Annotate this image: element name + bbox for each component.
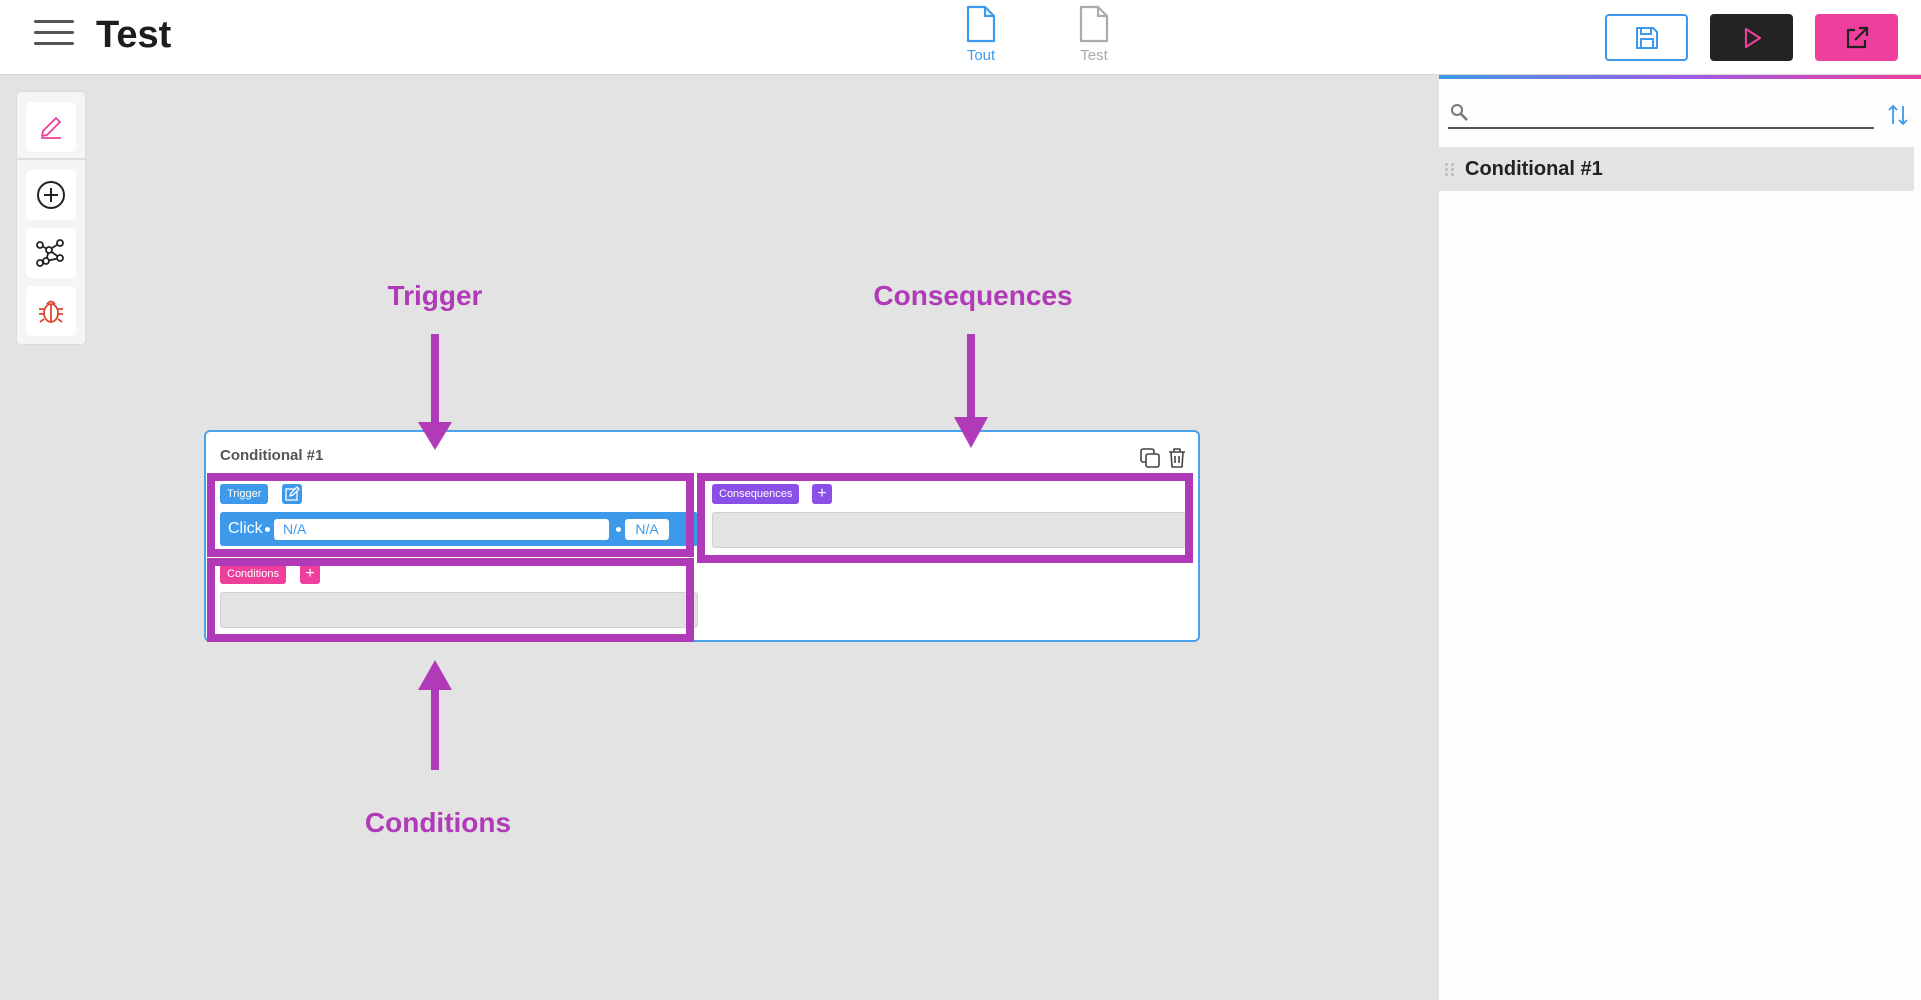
search-bar [1448,101,1874,129]
export-button[interactable] [1815,14,1898,61]
consequences-annotation-label: Consequences [873,280,1073,311]
file-icon [966,5,996,43]
list-item[interactable]: Conditional #1 [1439,147,1914,191]
floppy-disk-icon [1635,26,1658,49]
add-circle-icon [37,181,65,209]
conditions-annotation-label: Conditions [364,807,512,838]
top-header: Test Tout Test [0,0,1921,75]
trigger-annotation-label: Trigger [387,280,483,311]
tab-tout[interactable]: Tout [936,4,1026,64]
trash-icon[interactable] [1166,446,1188,470]
conditional-card[interactable]: Conditional #1 Trigger Click N/A N/A Con… [204,430,1200,642]
consequences-dropzone[interactable] [712,512,1186,548]
file-icon [1079,5,1109,43]
tab-label: Test [1080,47,1108,64]
hamburger-menu-icon[interactable] [34,20,74,54]
list-item-label: Conditional #1 [1465,157,1603,180]
panel-accent-bar [1439,75,1921,79]
right-panel: Conditional #1 [1439,75,1921,1000]
tab-test[interactable]: Test [1049,4,1139,64]
add-condition-button[interactable]: + [300,564,320,584]
debug-tool-button[interactable] [26,286,76,336]
sort-icon[interactable] [1886,102,1910,128]
external-link-icon [1846,26,1868,48]
pencil-icon [41,117,61,139]
edit-icon [285,486,300,501]
trigger-value-field[interactable]: N/A [625,519,669,540]
drag-handle-icon[interactable] [1445,162,1455,176]
trigger-target-field[interactable]: N/A [274,519,609,540]
copy-icon[interactable] [1138,446,1162,470]
down-arrow-icon [418,422,452,450]
toolbar-divider [17,158,85,160]
conditions-highlight-box [207,558,694,642]
play-icon [1744,27,1761,48]
play-button[interactable] [1710,14,1793,61]
separator-dot [265,527,270,532]
save-button[interactable] [1605,14,1688,61]
graph-nodes-icon [36,239,64,267]
conditions-label: Conditions [220,564,286,584]
up-arrow-icon [418,660,452,690]
consequences-label: Consequences [712,484,800,504]
consequences-highlight-box [697,473,1193,563]
trigger-highlight-box [207,473,694,557]
conditions-dropzone[interactable] [220,592,698,628]
graph-tool-button[interactable] [26,228,76,278]
add-tool-button[interactable] [26,170,76,220]
left-toolbar [17,92,85,344]
search-input[interactable] [1476,101,1871,125]
search-icon [1451,104,1468,121]
card-title: Conditional #1 [220,447,324,464]
trigger-row: Click N/A N/A [220,512,698,546]
add-consequence-button[interactable]: + [812,484,832,504]
down-arrow-icon [954,417,988,448]
trigger-event[interactable]: Click [228,520,263,537]
separator-dot [616,527,621,532]
trigger-label: Trigger [220,484,269,504]
bug-icon [39,300,63,323]
trigger-edit-button[interactable] [282,484,302,504]
edit-tool-button[interactable] [26,102,76,152]
page-title: Test [96,14,172,56]
tab-label: Tout [966,47,996,64]
